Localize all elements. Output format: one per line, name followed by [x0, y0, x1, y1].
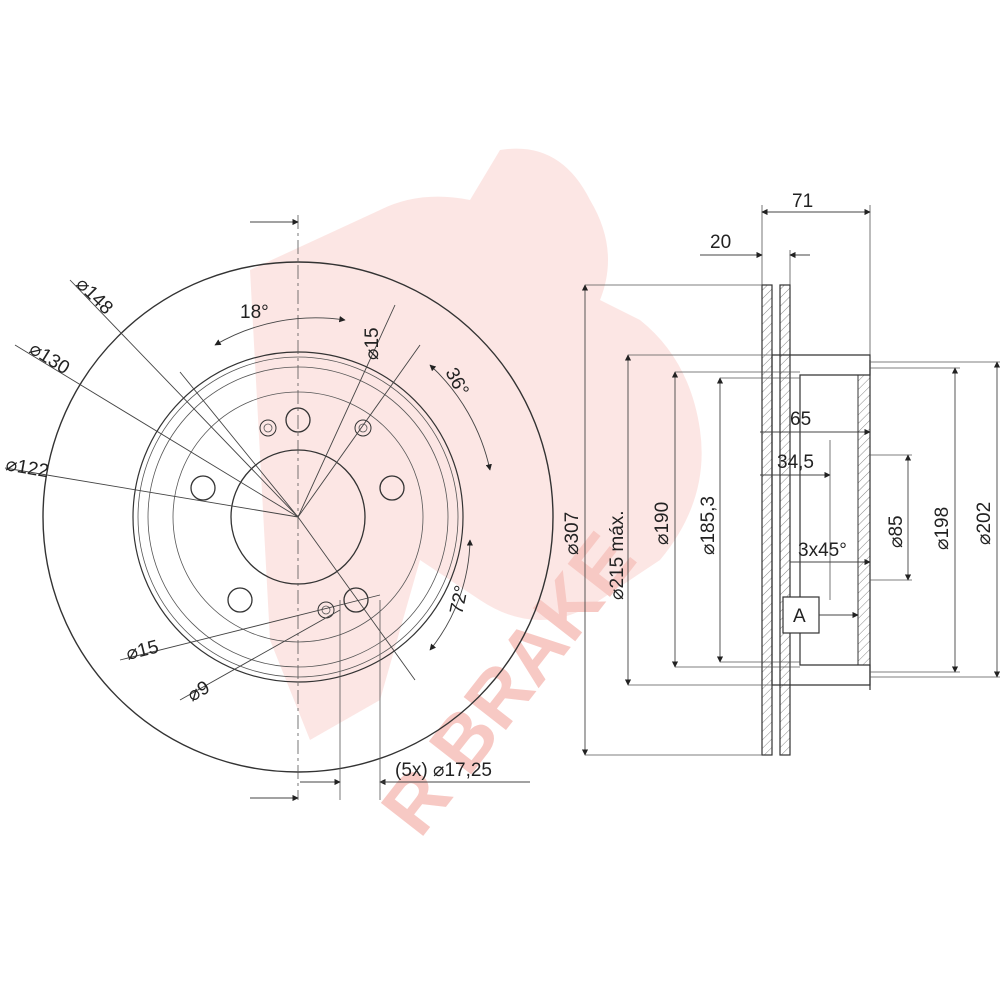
dia-15-top-label: ⌀15 [362, 327, 383, 360]
dim-71-label: 71 [792, 191, 813, 212]
angle-72-label: 72° [446, 584, 473, 616]
dim-65-label: 65 [790, 409, 811, 430]
dia-122-label: ⌀122 [4, 454, 50, 482]
watermark-logo [250, 148, 702, 741]
angle-18-label: 18° [240, 302, 269, 323]
dia-198-label: ⌀198 [932, 507, 953, 550]
bolt-holes-label: (5x) ⌀17,25 [395, 760, 492, 781]
dia-185-3-label: ⌀185,3 [698, 496, 719, 555]
datum-label: A [793, 606, 806, 627]
dia-215-label: ⌀215 máx. [607, 510, 628, 600]
dia-148-label: ⌀148 [71, 274, 116, 319]
bolt-hole [227, 587, 253, 613]
dim-20-label: 20 [710, 232, 731, 253]
dia-15-bottom-label: ⌀15 [124, 637, 161, 665]
chamfer-label: 3x45° [798, 540, 847, 561]
dia-190-label: ⌀190 [652, 502, 673, 545]
datum-box [782, 596, 820, 634]
dia-9-label: ⌀9 [184, 677, 214, 706]
friction-plate-inner [779, 284, 791, 756]
bolt-hole [343, 587, 369, 613]
bolt-hole [379, 475, 405, 501]
small-hole [259, 419, 277, 437]
bolt-hole [190, 475, 216, 501]
dia-202-label: ⌀202 [974, 502, 995, 545]
friction-plate-outer [761, 284, 773, 756]
dia-85-label: ⌀85 [886, 515, 907, 548]
dia-130-label: ⌀130 [25, 338, 73, 379]
dia-307-label: ⌀307 [562, 512, 583, 555]
section-view: 71 20 ⌀307 ⌀215 máx. ⌀190 ⌀185,3 65 [562, 191, 1000, 756]
dim-34-5-label: 34,5 [777, 452, 814, 473]
small-hole [354, 419, 372, 437]
